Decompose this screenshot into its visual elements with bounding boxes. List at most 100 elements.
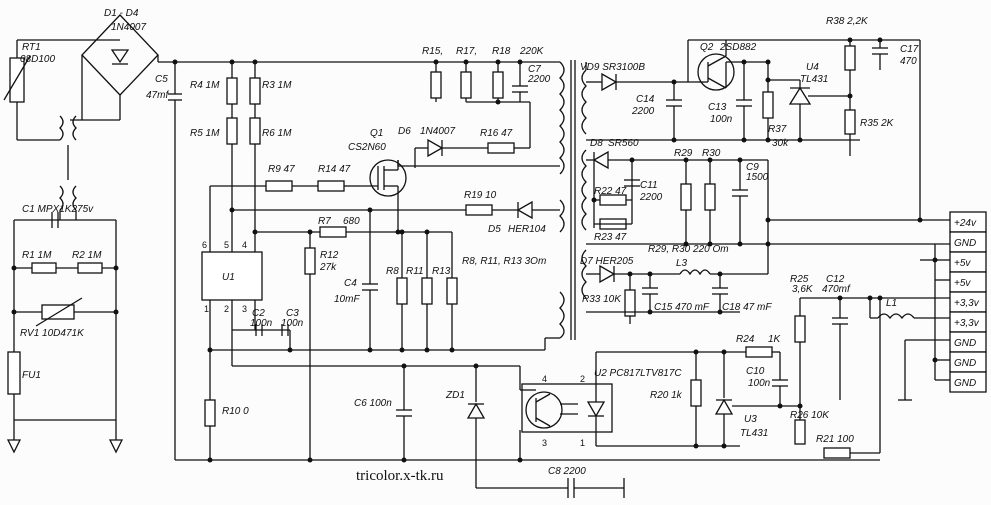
label-r8-group: R8, R11, R13 3Om: [462, 256, 546, 267]
label-u4: U4: [806, 62, 819, 73]
connector-pin-box: [949, 371, 987, 393]
resistor-r18: [492, 71, 504, 99]
connector-pin-label: GND: [954, 358, 976, 369]
label-u2: U2 PC817LTV817C: [594, 368, 682, 379]
label-c2: C2: [252, 308, 265, 319]
label-c4: C4: [344, 278, 357, 289]
ground-wiring: [898, 244, 950, 401]
resistor-r10: [204, 399, 216, 427]
resistor-r12: [304, 247, 316, 275]
label-r30: R30: [702, 148, 721, 159]
label-rt1-value: 08D100: [20, 54, 55, 65]
pin-numbers: 6 5 4 1 2 3 4 2 3 1: [202, 240, 585, 448]
resistor-r2: [77, 262, 103, 274]
hv-section: [168, 62, 880, 498]
resistor-r29: [680, 183, 692, 211]
label-l1: L1: [886, 298, 897, 309]
connector-pin-label: +3,3v: [954, 298, 980, 309]
u2-pin-4: 4: [542, 374, 547, 384]
label-r37-value: 30k: [772, 138, 789, 149]
resistor-r38: [844, 45, 856, 71]
connector-pin-label: GND: [954, 338, 976, 349]
label-r1: R1 1M: [22, 250, 52, 261]
label-r9: R9 47: [268, 164, 295, 175]
label-r24-value: 1K: [768, 334, 782, 345]
label-r16: R16 47: [480, 128, 513, 139]
label-r20: R20 1k: [650, 390, 683, 401]
controller-u1: [201, 251, 263, 301]
label-c7: C7: [528, 64, 541, 75]
label-r21: R21 100: [816, 434, 854, 445]
label-c2-value: 100n: [250, 318, 273, 329]
resistor-r11: [421, 277, 433, 305]
label-c11-value: 2200: [639, 192, 663, 203]
label-r35: R35 2K: [860, 118, 895, 129]
label-u1: U1: [222, 272, 235, 283]
label-r11: R11: [406, 266, 424, 277]
label-q2: Q2: [700, 42, 714, 53]
resistor-r22: [599, 194, 627, 206]
label-c12-value: 470mf: [822, 284, 851, 295]
label-r4: R4 1M: [190, 80, 220, 91]
input-section: [3, 14, 560, 454]
regulator-u4: [788, 86, 812, 105]
label-rt1: RT1: [22, 42, 41, 53]
label-r17: R17,: [456, 46, 477, 57]
u1-pin-1: 1: [204, 304, 209, 314]
label-c17: C17: [900, 44, 919, 55]
label-c3: C3: [286, 308, 299, 319]
label-c3-value: 100n: [281, 318, 304, 329]
label-d8: D8: [590, 138, 603, 149]
label-r10: R10 0: [222, 406, 249, 417]
label-r37: R37: [768, 124, 787, 135]
label-d5-value: HER104: [508, 224, 546, 235]
label-r26: R26 10K: [790, 410, 830, 421]
label-r22: R22 47: [594, 186, 627, 197]
mosfet-q1: [360, 159, 407, 200]
inductor-l1: [877, 313, 915, 320]
label-c5-value: 47mf: [146, 90, 169, 101]
label-r24: R24: [736, 334, 755, 345]
label-c9: C9: [746, 162, 759, 173]
resistor-r20: [690, 379, 702, 407]
label-d6: D6: [398, 126, 411, 137]
label-u3: U3: [744, 414, 757, 425]
label-vd9: VD9 SR3100B: [580, 62, 645, 73]
resistor-r13: [446, 277, 458, 305]
label-d1: D1 - D4: [104, 8, 139, 19]
label-c7-value: 2200: [527, 74, 551, 85]
label-r8: R8: [386, 266, 399, 277]
resistor-r19: [465, 204, 493, 216]
ac-input-arrow-right: [108, 439, 124, 454]
feedback-section: [519, 298, 881, 460]
label-zd1: ZD1: [445, 390, 465, 401]
label-c12: C12: [826, 274, 845, 285]
optocoupler-u2: [521, 383, 613, 433]
label-r18: R18: [492, 46, 511, 57]
label-q1: Q1: [370, 128, 383, 139]
resistor-r17: [460, 71, 472, 99]
label-c9-value: 1500: [746, 172, 769, 183]
resistor-r35: [844, 109, 856, 135]
label-u3-value: TL431: [740, 428, 768, 439]
website-watermark: tricolor.x-tk.ru: [356, 468, 444, 484]
label-r18-value: 220K: [519, 46, 545, 57]
label-c10-value: 100n: [748, 378, 771, 389]
label-c1: C1 MPX1K275v: [22, 204, 94, 215]
label-c10: C10: [746, 366, 765, 377]
label-q2-value: 2SD882: [719, 42, 757, 53]
u1-pin-6: 6: [202, 240, 207, 250]
label-r6: R6 1M: [262, 128, 292, 139]
ac-input-arrow-left: [6, 439, 22, 454]
label-r7-value: 680: [343, 216, 360, 227]
u2-pin-1: 1: [580, 438, 585, 448]
zener-zd1: [466, 402, 486, 419]
label-r33: R33 10K: [582, 294, 622, 305]
connector-pin-label: +24v: [954, 218, 977, 229]
label-r29-r30: R29, R30 220 Om: [648, 244, 729, 255]
common-mode-choke: [59, 115, 77, 211]
label-d6-value: 1N4007: [420, 126, 455, 137]
label-c5: C5: [155, 74, 168, 85]
